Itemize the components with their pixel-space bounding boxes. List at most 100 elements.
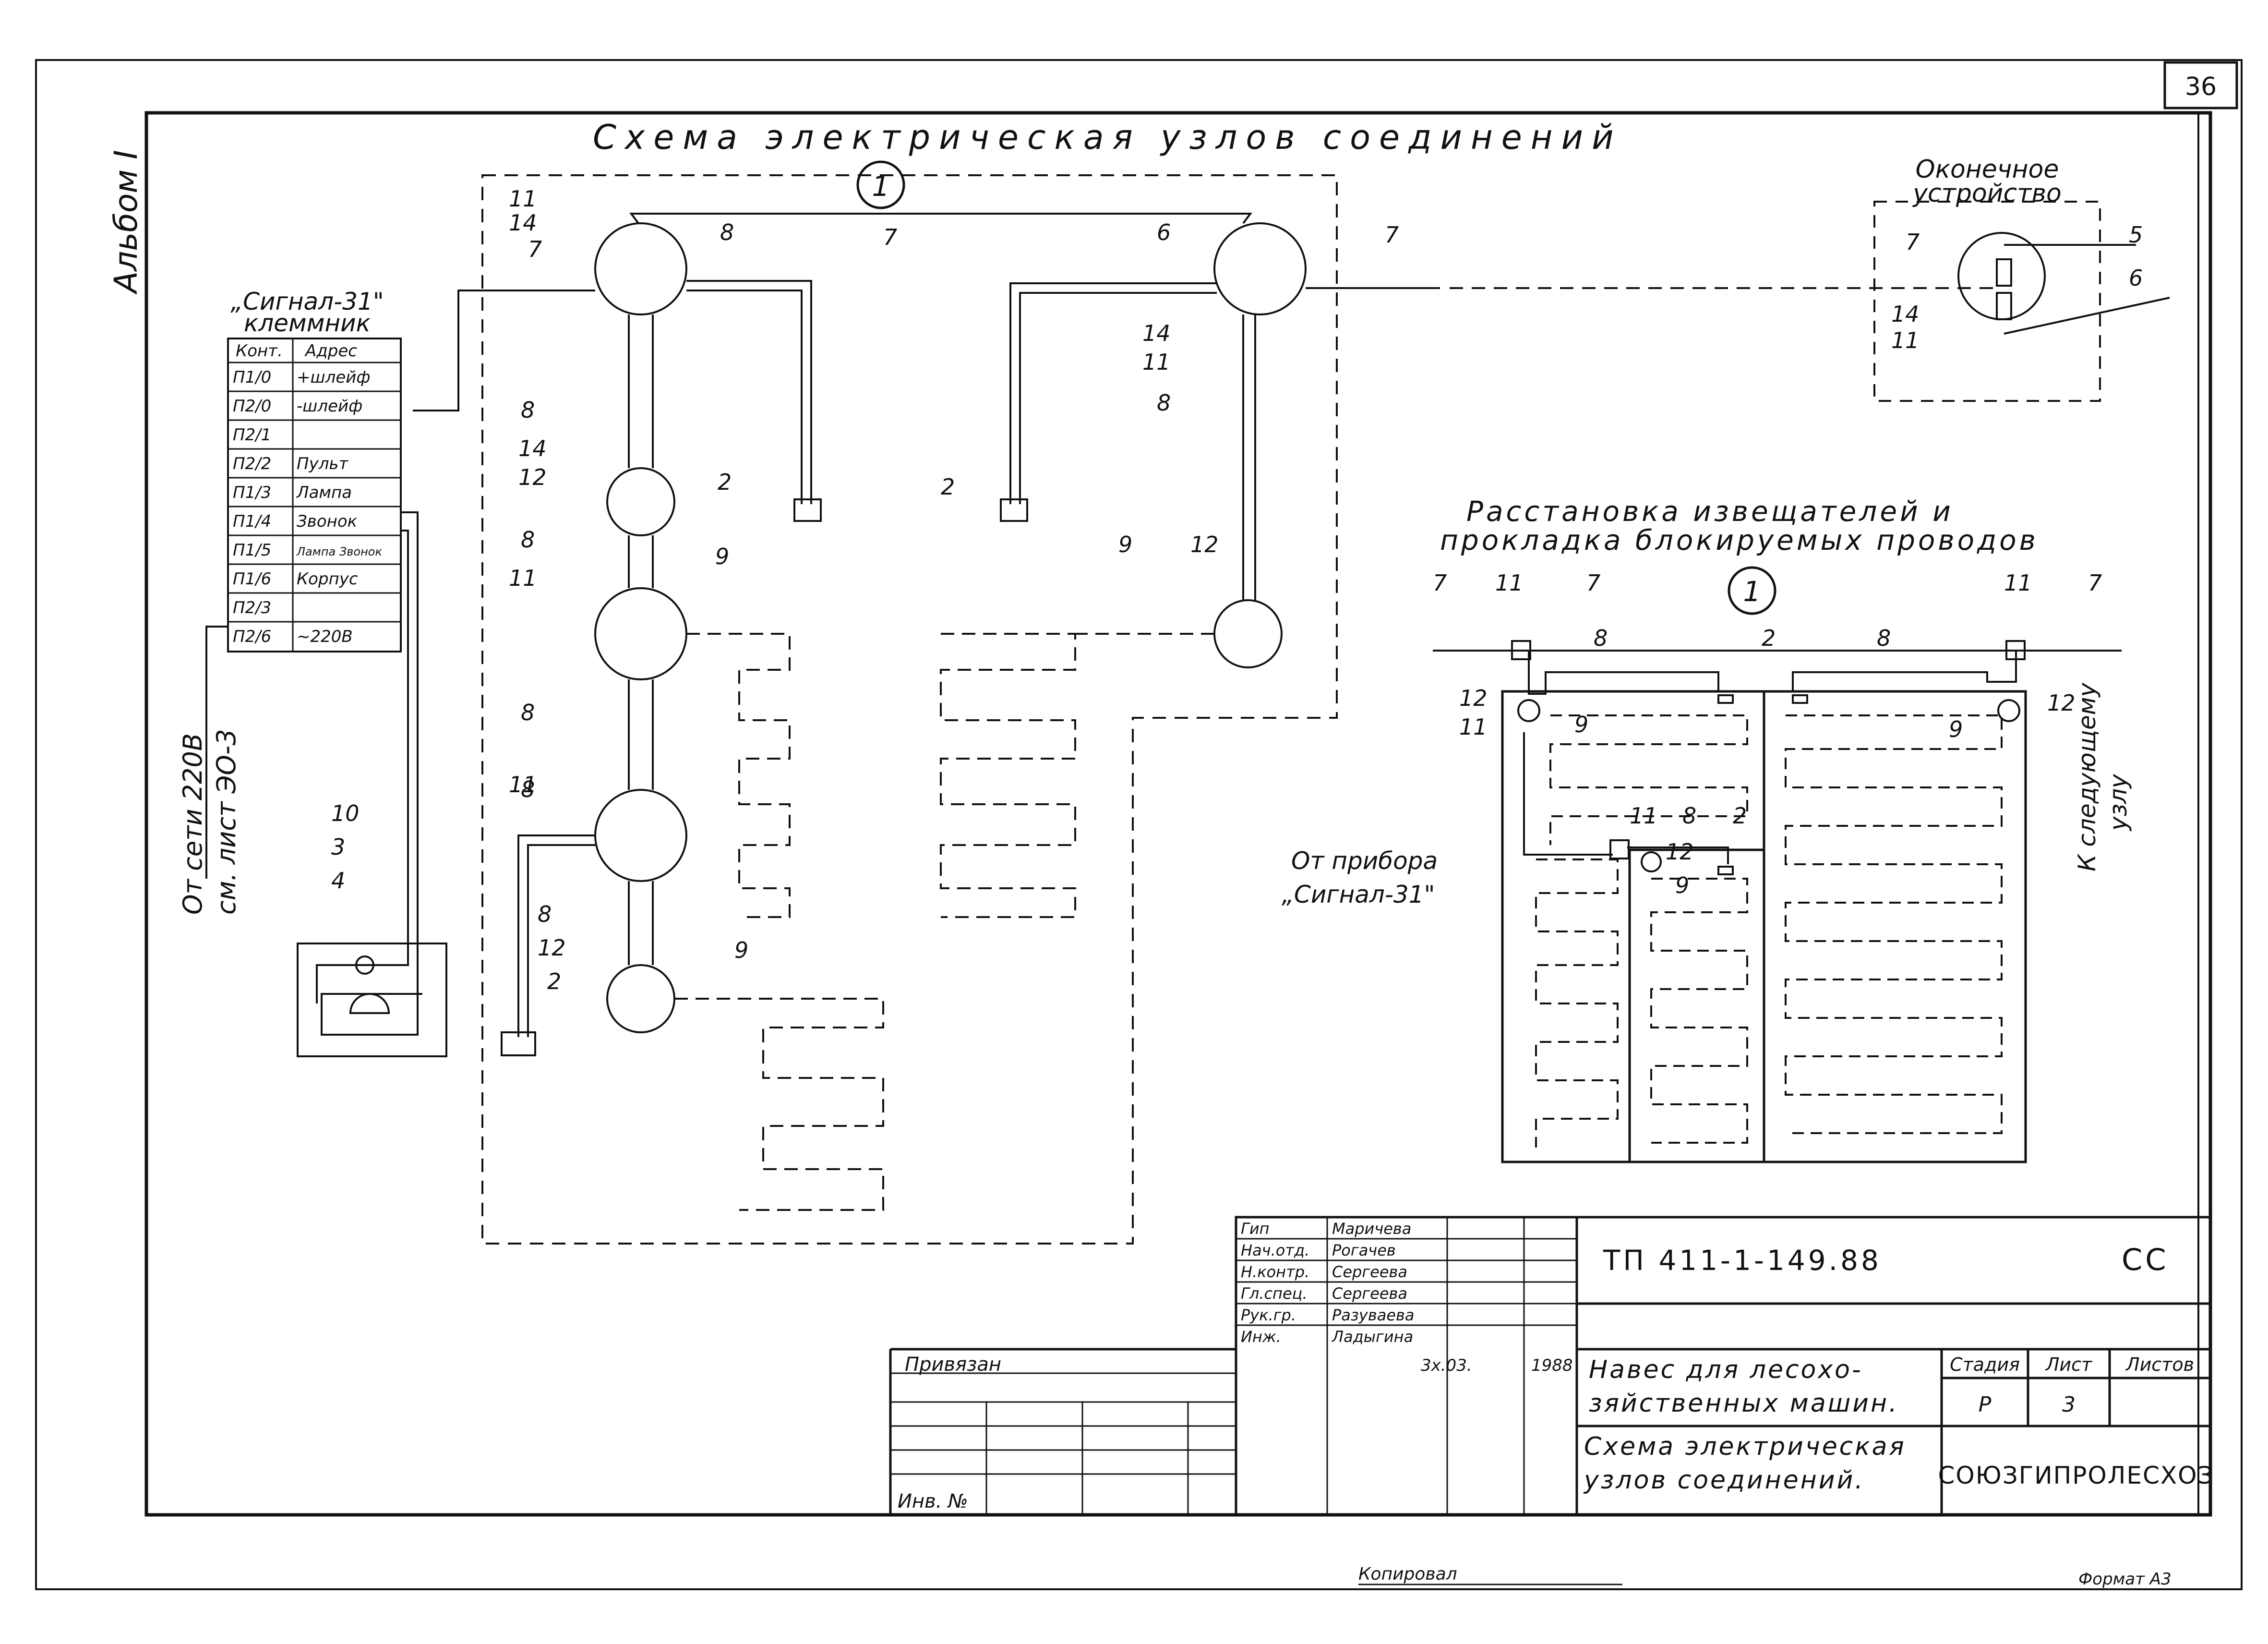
callout-8: 8 [521,527,535,553]
callout-14: 14 [1142,320,1171,346]
page-number-box [2163,61,2238,109]
signature-name: Рогачев [1332,1241,1396,1259]
callout-8: 8 [720,219,734,245]
callout-9: 9 [1949,716,1963,742]
signature-date: 3х.03. [1421,1356,1472,1375]
bell-icon [349,993,390,1014]
callout-11: 11 [1630,803,1658,829]
terminal-address: Лампа [296,483,352,502]
callout-6: 6 [2129,265,2143,291]
from-device-label-1: От прибора [1291,847,1438,875]
callout-8: 8 [538,901,552,927]
detectors [501,498,1028,1056]
callout-11: 11 [1142,349,1171,375]
to-next-node-label-1: К следующему [2073,682,2101,871]
detector-icon [793,498,822,522]
plan-devices [1511,640,2026,875]
callout-14: 14 [518,435,547,461]
plan-loops [1535,714,2003,1148]
callout-7: 7 [1433,570,1447,596]
outer-frame [35,59,2243,1590]
terminal-contact: П2/3 [233,598,271,617]
from-device-label-2: „Сигнал-31" [1282,881,1435,908]
terminal-address: Корпус [297,569,358,589]
callout-14: 14 [509,210,537,236]
sheet-header: Лист [2045,1354,2093,1375]
callout-9: 9 [1574,712,1588,737]
terminal-contact: П1/5 [233,541,271,560]
terminal-contact: П1/0 [233,368,271,387]
title-block-frame [889,1216,2212,1516]
object-name-2: зяйственных машин. [1589,1389,1899,1418]
terminal-device-title-1: Оконечное [1916,155,2059,184]
signature-role: Инж. [1241,1328,1281,1346]
terminal-contact: П2/1 [233,425,271,445]
callout-8: 8 [1157,390,1171,416]
callout-8: 8 [1877,625,1891,651]
signature-name: Сергеева [1332,1263,1407,1281]
privyazan-label: Привязан [905,1354,1001,1376]
stage-value: Р [1979,1392,1992,1417]
callout-12: 12 [1459,685,1488,711]
footer-copied: Копировал [1358,1564,1457,1584]
terminal-device-boundary [1873,201,2101,402]
callout-9: 9 [734,937,748,963]
inv-label: Инв. № [898,1490,968,1512]
callout-12: 12 [1190,532,1219,557]
junction-box-bottom [606,964,675,1033]
junction-box-mid-3 [594,789,687,882]
callout-11: 11 [1459,714,1488,740]
junction-box-top-left [594,222,687,315]
callout-4: 4 [331,868,345,894]
callout-7: 7 [528,236,542,262]
terminal-address: -шлейф [297,397,362,416]
terminal-device-title-2: устройство [1912,179,2062,208]
terminal-block-table: Конт. Адрес П1/0+шлейфП2/0-шлейфП2/1П2/2… [227,338,402,653]
callout-2: 2 [547,968,561,994]
callout-7: 7 [2088,570,2102,596]
terminal-address: ~220В [297,627,353,646]
callout-12: 12 [2047,690,2076,716]
junction-box-mid-1 [606,467,675,536]
callout-7: 7 [883,224,897,250]
signal-wiring [205,511,422,1036]
callout-12: 12 [538,935,566,961]
sheet-number-value: 3 [2062,1392,2076,1417]
detector-icon [1000,498,1028,522]
callout-11: 11 [1495,570,1524,596]
album-label: Альбом I [108,150,144,295]
terminal-contact: П2/2 [233,454,271,473]
callout-10: 10 [331,800,360,826]
junction-boxes [594,222,2046,1033]
terminal-block-title-2: клеммник [244,309,371,337]
layout-title-2: прокладка блокируемых проводов [1440,524,2039,556]
signature-name: Сергеева [1332,1284,1407,1303]
callout-8: 8 [1594,625,1608,651]
callout-2: 2 [1733,803,1747,829]
document-mark: СС [2122,1242,2169,1277]
callout-9: 9 [1675,872,1689,898]
terminal-block-title-1: „Сигнал-31" [230,288,384,315]
callout-11: 11 [2004,570,2032,596]
signature-year: 1988 [1531,1356,1573,1375]
callout-7: 7 [1385,222,1399,248]
wiring-lines [413,213,2002,1037]
plan-wiring [1433,650,2122,864]
layout-title-1: Расстановка извещателей и [1466,495,1954,528]
main-scheme-title: Схема электрическая узлов соединений [593,118,1622,157]
signature-grid [890,1217,1577,1515]
blocking-loops [674,633,1214,1211]
terminal-contact: П2/6 [233,627,271,646]
terminal-header-contact: Конт. [236,341,283,361]
terminal-contact: П1/4 [233,512,271,531]
callout-11: 11 [1891,327,1920,353]
terminal-address: Звонок [297,512,358,531]
terminal-address: Пульт [297,454,348,473]
room-boundary-dashed [481,174,1338,1245]
callout-9: 9 [715,544,729,569]
junction-box-top-right [1213,222,1307,315]
terminal-contact: П1/6 [233,569,271,589]
scheme-mark-circle [856,160,905,209]
layout-mark-circle [1728,566,1776,615]
